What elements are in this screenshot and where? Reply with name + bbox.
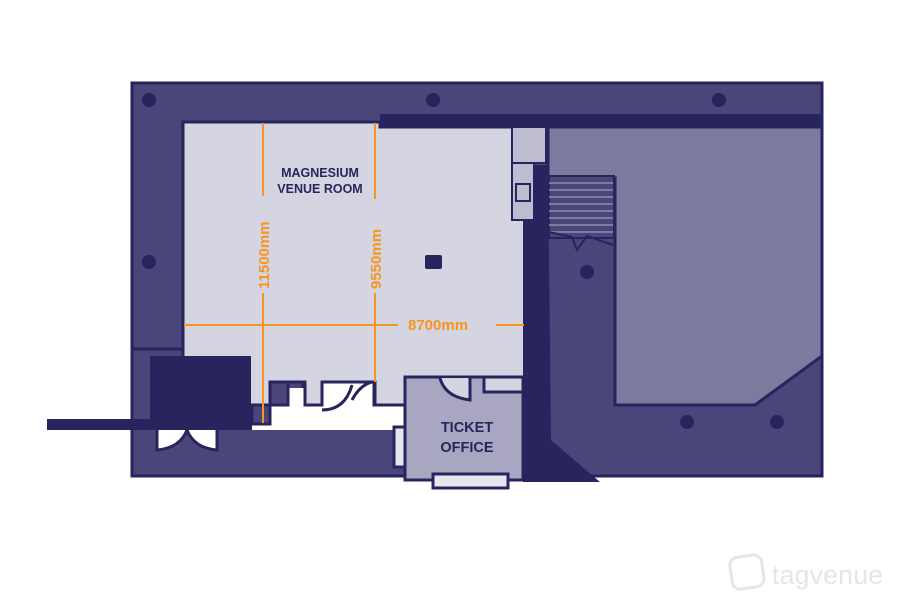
tagvenue-logo: tagvenue <box>728 553 883 591</box>
double-door <box>155 429 219 452</box>
main-room-label: MAGNESIUM <box>281 166 359 180</box>
columns <box>142 93 784 429</box>
ticket-office-label: TICKET <box>441 420 494 436</box>
stairs <box>548 175 615 253</box>
entrance-area <box>252 383 404 430</box>
main-room-label: VENUE ROOM <box>277 182 362 196</box>
ticket-office-label: OFFICE <box>440 440 493 456</box>
dimension-right-height: 9550mm <box>368 229 385 289</box>
left-dark-block <box>150 356 251 424</box>
dimension-lines <box>184 123 524 423</box>
fixture <box>511 126 547 164</box>
left-wall-line <box>47 419 252 430</box>
room-door <box>321 380 373 412</box>
top-wall <box>380 114 822 128</box>
interior-wall <box>523 165 600 482</box>
dimension-left-height: 11500mm <box>256 221 273 289</box>
watermark-text: tagvenue <box>772 560 883 590</box>
dimension-width: 8700mm <box>408 317 468 334</box>
